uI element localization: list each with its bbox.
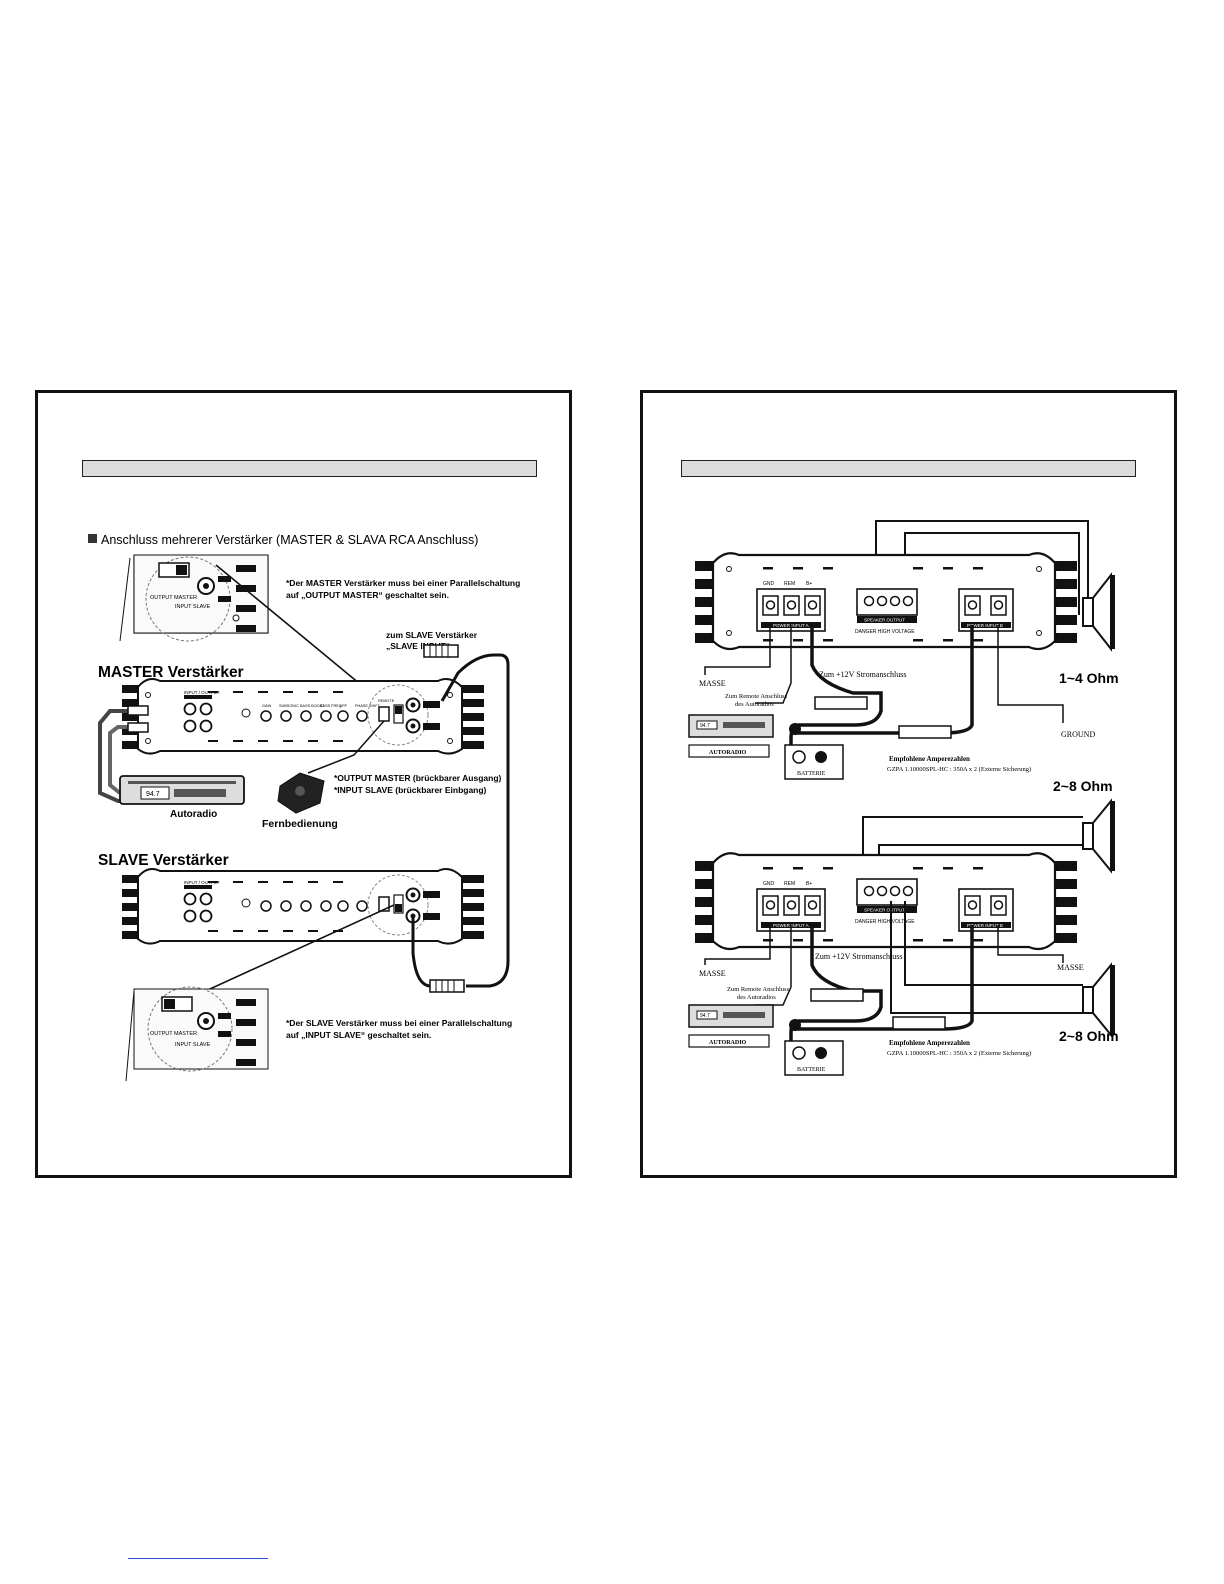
remote-control xyxy=(277,772,325,814)
power-line-bottom: Zum +12V Stromanschluss xyxy=(815,952,902,961)
amplifier-bottom: POWER INPUT A GND REM B+ SPEAKER OUTPUT … xyxy=(695,852,1077,951)
term-rem-label-bottom: REM xyxy=(784,881,795,887)
fuse-bottom-2 xyxy=(892,1016,946,1030)
speaker-top xyxy=(1082,572,1115,652)
slave-io-label: INPUT / OUTPUT xyxy=(184,880,220,885)
autoradio-unit: 94.7 xyxy=(119,775,245,805)
autoradio-display-top: 94.7 xyxy=(700,723,710,729)
power-line-top: Zum +12V Stromanschluss xyxy=(819,670,906,679)
autoradio-label: Autoradio xyxy=(170,809,217,820)
note-master-line2: auf „OUTPUT MASTER“ geschaltet sein. xyxy=(286,590,449,600)
left-header-bar xyxy=(82,460,537,477)
section-title: Anschluss mehrerer Verstärker (MASTER & … xyxy=(101,533,478,547)
to-slave-line1: zum SLAVE Verstärker xyxy=(386,630,478,640)
ground-label: GROUND xyxy=(1061,730,1095,739)
speaker-output-label: SPEAKER OUTPUT xyxy=(864,618,905,623)
speaker-bottom xyxy=(1082,962,1115,1038)
remote-line1-bottom: Zum Remote Anschluss xyxy=(727,986,790,993)
knob-label-subsonic: SUBSONIC xyxy=(279,704,299,708)
slave-amplifier: INPUT / OUTPUT xyxy=(122,868,484,945)
speaker-output-label-bottom: SPEAKER OUTPUT xyxy=(864,908,905,913)
remote-label: Fernbedienung xyxy=(262,818,338,830)
footer-link-underline xyxy=(128,1558,268,1559)
right-manual-page: POWER INPUT A GND REM B+ SPEAKER OUTPUT … xyxy=(640,390,1177,1178)
autoradio-display-bottom: 94.7 xyxy=(700,1013,710,1019)
master-amp-label: MASTER Verstärker xyxy=(98,664,244,681)
speaker-mid xyxy=(1082,798,1115,874)
autoradio-display: 94.7 xyxy=(146,791,160,798)
knob-label-bass-freq: BASS FREQ xyxy=(320,704,342,708)
power-input-b-label: POWER INPUT B xyxy=(967,623,1003,628)
knob-label-gain: GAIN xyxy=(262,704,272,708)
left-manual-page: Anschluss mehrerer Verstärker (MASTER & … xyxy=(35,390,572,1178)
amp-rec-text-top: GZPA 1.10000SPL-HC : 350A x 2 (Externe S… xyxy=(887,766,1031,773)
knob-label-lpf: LPF xyxy=(340,704,348,708)
masse-label-bottom-left: MASSE xyxy=(699,969,726,978)
fuse-bottom-1 xyxy=(810,988,864,1002)
master-io-label: INPUT / OUTPUT xyxy=(184,690,220,695)
remote-line1-top: Zum Remote Anschluss xyxy=(725,693,788,700)
remote-line2-bottom: des Autoradios xyxy=(737,994,776,1001)
master-amplifier: INPUT / OUTPUT GAIN SUBSONIC BASS BOOST … xyxy=(122,678,484,755)
autoradio-label-top: AUTORADIO xyxy=(709,750,747,756)
autoradio-label-bottom: AUTORADIO xyxy=(709,1040,747,1046)
slave-switch-label-output-master: OUTPUT MASTER xyxy=(150,1031,197,1037)
note-slave-line2: auf „INPUT SLAVE“ geschaltet sein. xyxy=(286,1030,431,1040)
power-input-b-label-bottom: POWER INPUT B xyxy=(967,923,1003,928)
amplifier-top: POWER INPUT A GND REM B+ SPEAKER OUTPUT … xyxy=(695,552,1077,651)
slave-amp-label: SLAVE Verstärker xyxy=(98,852,229,869)
rca-plug-bottom xyxy=(429,979,465,993)
master-switch-inset: OUTPUT MASTER INPUT SLAVE xyxy=(119,554,269,642)
masse-label-top: MASSE xyxy=(699,679,726,688)
switch-label-input-slave: INPUT SLAVE xyxy=(175,604,211,610)
remote-port-label: REMOTE xyxy=(378,699,395,703)
danger-label: DANGER HIGH VOLTAGE xyxy=(855,629,915,635)
amp-rec-title-bottom: Empfohlene Amperezahlen xyxy=(889,1039,970,1047)
term-gnd-label-bottom: GND xyxy=(763,881,775,887)
slave-switch-inset: OUTPUT MASTER INPUT SLAVE xyxy=(125,986,269,1082)
fuse-top-1 xyxy=(814,696,868,710)
fuse-top-2 xyxy=(898,725,952,739)
note-slave-line1: *Der SLAVE Verstärker muss bei einer Par… xyxy=(286,1018,512,1028)
battery-bottom xyxy=(784,1040,844,1076)
right-wiring-diagram: POWER INPUT A GND REM B+ SPEAKER OUTPUT … xyxy=(688,520,1119,1076)
amp-rec-title-top: Empfohlene Amperezahlen xyxy=(889,755,970,763)
masse-label-bottom-right: MASSE xyxy=(1057,963,1084,972)
term-rem-label: REM xyxy=(784,581,795,587)
bullet-square xyxy=(88,534,97,543)
note-master-line1: *Der MASTER Verstärker muss bei einer Pa… xyxy=(286,578,520,588)
slave-switch-label-input-slave: INPUT SLAVE xyxy=(175,1042,211,1048)
switch-label-output-master: OUTPUT MASTER xyxy=(150,595,197,601)
knob-label-bass-boost: BASS BOOST xyxy=(300,704,325,708)
battery-top xyxy=(784,744,844,780)
term-bplus-label-bottom: B+ xyxy=(806,881,812,887)
input-slave-note: *INPUT SLAVE (brückbarer Einbgang) xyxy=(334,785,487,795)
ohm-bottom-label: 2~8 Ohm xyxy=(1059,1028,1119,1044)
knob-label-phase: PHASE SHIFT xyxy=(355,704,381,708)
to-slave-line2: „SLAVE INPUT“ xyxy=(386,641,450,651)
left-wiring-diagram: Anschluss mehrerer Verstärker (MASTER & … xyxy=(88,533,520,1082)
amp-rec-text-bottom: GZPA 1.10000SPL-HC : 350A x 2 (Externe S… xyxy=(887,1050,1031,1057)
rca-plug-top xyxy=(423,644,459,658)
remote-line2-top: des Autoradios xyxy=(735,701,774,708)
right-header-bar xyxy=(681,460,1136,477)
autoradio-top: 94.7 xyxy=(688,714,774,738)
ohm-mid-label: 2~8 Ohm xyxy=(1053,778,1113,794)
term-bplus-label: B+ xyxy=(806,581,812,587)
output-master-note: *OUTPUT MASTER (brückbarer Ausgang) xyxy=(334,773,502,783)
term-gnd-label: GND xyxy=(763,581,775,587)
battery-label-top: BATTERIE xyxy=(797,771,826,777)
autoradio-bottom: 94.7 xyxy=(688,1004,774,1028)
ohm-top-label: 1~4 Ohm xyxy=(1059,670,1119,686)
battery-label-bottom: BATTERIE xyxy=(797,1067,826,1073)
danger-label-bottom: DANGER HIGH VOLTAGE xyxy=(855,919,915,925)
